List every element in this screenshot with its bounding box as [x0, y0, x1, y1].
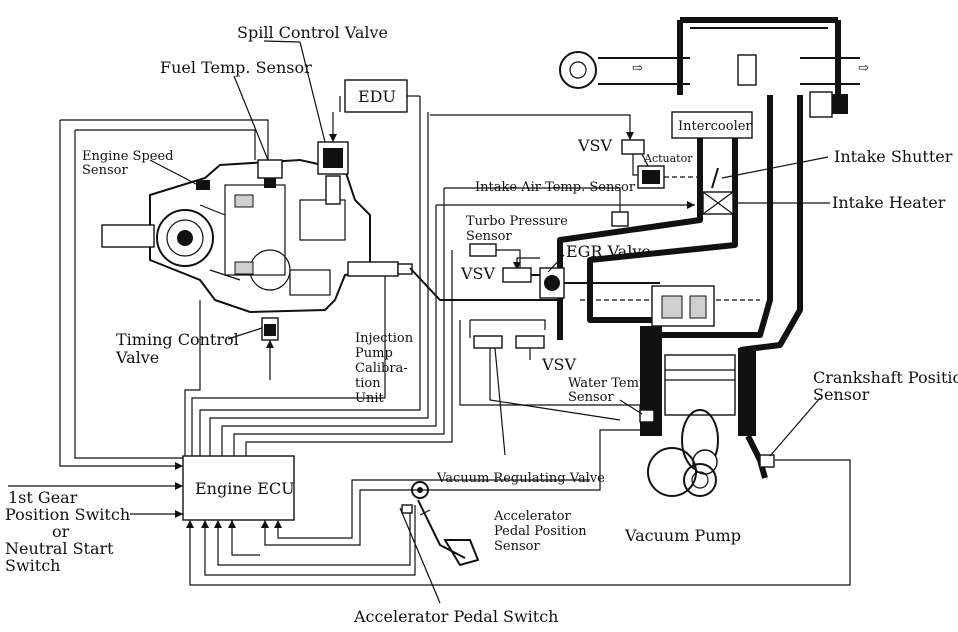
label-vsv-top: VSV	[577, 136, 613, 155]
water-temp-sensor	[639, 409, 655, 423]
label-first-gear-line2: Position Switch	[5, 505, 130, 524]
label-intake-shutter: Intake Shutter	[834, 147, 953, 166]
label-timing-control-valve-line1: Timing Control	[116, 330, 239, 349]
label-engine-speed-sensor-line1: Engine Speed	[82, 149, 173, 164]
intake-air-temp-sensor	[611, 211, 629, 227]
engine-ecu-box	[182, 455, 295, 521]
label-intake-air-temp-sensor: Intake Air Temp. Sensor	[475, 180, 636, 195]
engine-block	[640, 285, 768, 479]
label-fuel-temp-sensor: Fuel Temp. Sensor	[160, 58, 312, 77]
spill-control-valve	[317, 112, 349, 205]
egr-valve	[539, 267, 760, 301]
svg-text:⇨: ⇨	[858, 61, 869, 76]
intercooler-box	[671, 111, 753, 139]
label-accelerator-pedal-position-line3: Sensor	[494, 539, 540, 554]
label-turbo-pressure-sensor-line2: Sensor	[466, 229, 512, 244]
label-crankshaft-position-sensor-line1: Crankshaft Position	[813, 368, 958, 387]
label-vsv-mid: VSV	[460, 264, 496, 283]
leader-lines	[149, 40, 830, 604]
label-first-gear-line3: or	[52, 522, 70, 541]
label-intake-heater: Intake Heater	[832, 193, 946, 212]
label-first-gear-line1: 1st Gear	[8, 488, 78, 507]
injection-pump-calibration-connector	[347, 261, 413, 277]
label-injection-pump-line2: Pump	[355, 346, 393, 361]
intake-shutter-plate	[711, 167, 719, 189]
label-injection-pump-line5: Unit	[355, 391, 384, 406]
label-accelerator-pedal-position-line2: Pedal Position	[494, 524, 587, 539]
accelerator-pedal	[401, 481, 480, 567]
label-engine-ecu: Engine ECU	[195, 479, 295, 498]
label-timing-control-valve-line2: Valve	[115, 348, 159, 367]
label-first-gear-line4: Neutral Start	[5, 539, 114, 558]
label-first-gear-line5: Switch	[5, 556, 60, 575]
label-intercooler: Intercooler	[678, 119, 752, 134]
edu-box	[344, 79, 408, 113]
timing-control-valve	[261, 317, 279, 341]
arrowheads	[175, 132, 695, 528]
label-edu: EDU	[358, 87, 396, 106]
label-water-temp-sensor-line2: Sensor	[568, 390, 614, 405]
vsv-actuator-group	[621, 139, 700, 189]
vacuum-pump	[647, 447, 717, 497]
wiring-harness	[8, 95, 851, 586]
label-vacuum-pump: Vacuum Pump	[624, 526, 741, 545]
turbo-pressure-vsv-group	[469, 243, 545, 283]
label-turbo-pressure-sensor-line1: Turbo Pressure	[466, 214, 568, 229]
label-injection-pump-line1: Injection	[355, 331, 414, 346]
svg-text:⇨: ⇨	[632, 61, 643, 76]
label-spill-control-valve: Spill Control Valve	[237, 23, 388, 42]
crankshaft-position-sensor	[759, 454, 775, 468]
label-crankshaft-position-sensor-line2: Sensor	[813, 385, 870, 404]
fuel-temp-sensor	[257, 159, 283, 188]
label-accelerator-pedal-position-line1: Accelerator	[493, 509, 572, 524]
vacuum-regulating-valves	[473, 335, 545, 349]
label-water-temp-sensor-line1: Water Temp.	[568, 376, 651, 391]
label-injection-pump-line4: tion	[355, 376, 381, 391]
injection-pump	[101, 158, 371, 314]
label-engine-speed-sensor-line2: Sensor	[82, 163, 128, 178]
label-egr-valve: EGR Valve	[566, 242, 651, 261]
label-accelerator-pedal-switch: Accelerator Pedal Switch	[353, 607, 558, 626]
label-vsv-low: VSV	[541, 355, 577, 374]
label-vacuum-regulating-valve: Vacuum Regulating Valve	[436, 471, 605, 486]
label-actuator: Actuator	[643, 152, 693, 165]
turbocharger: ⇨ ⇨	[559, 17, 869, 118]
label-injection-pump-line3: Calibra-	[355, 361, 408, 376]
engine-speed-sensor	[196, 180, 210, 190]
intake-piping	[557, 95, 803, 353]
